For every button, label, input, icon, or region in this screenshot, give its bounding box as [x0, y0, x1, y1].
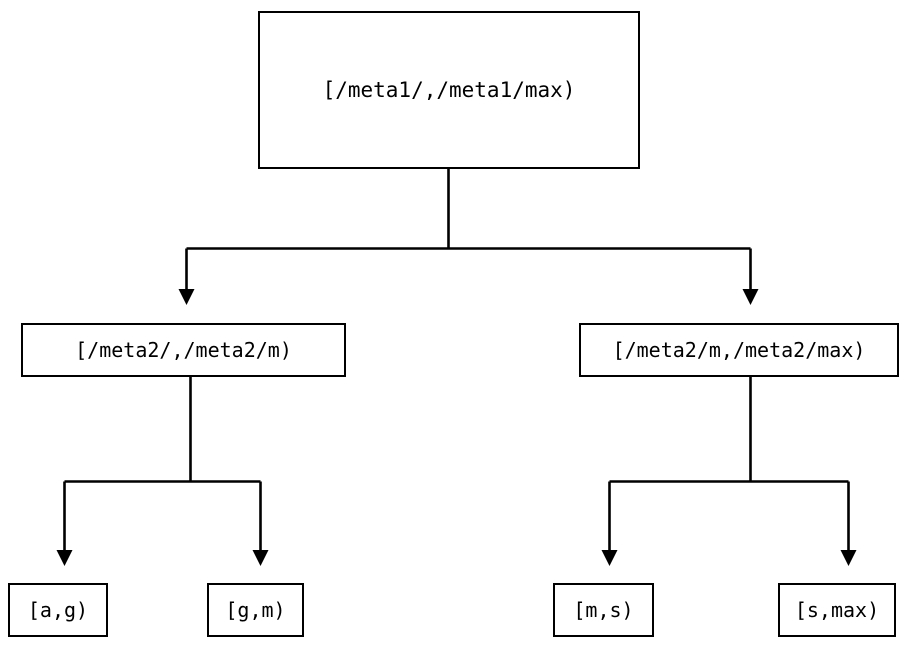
node-leaf-3[interactable]: [m,s) [553, 583, 654, 637]
node-root-label: [/meta1/,/meta1/max) [322, 77, 576, 102]
arrowhead-mid-left [178, 289, 195, 305]
node-mid-left-label: [/meta2/,/meta2/m) [75, 338, 292, 362]
node-leaf-2-label: [g,m) [225, 598, 286, 622]
node-leaf-1[interactable]: [a,g) [8, 583, 108, 637]
arrowhead-leaf-4 [840, 550, 857, 566]
node-leaf-4-label: [s,max) [794, 598, 880, 622]
node-mid-right-label: [/meta2/m,/meta2/max) [612, 338, 866, 362]
node-root[interactable]: [/meta1/,/meta1/max) [258, 11, 640, 169]
node-leaf-3-label: [m,s) [573, 598, 634, 622]
node-mid-left[interactable]: [/meta2/,/meta2/m) [21, 323, 346, 377]
arrowhead-leaf-3 [601, 550, 618, 566]
arrowhead-mid-right [742, 289, 759, 305]
arrowhead-leaf-2 [252, 550, 269, 566]
arrowhead-leaf-1 [56, 550, 73, 566]
node-leaf-2[interactable]: [g,m) [207, 583, 304, 637]
node-leaf-1-label: [a,g) [27, 598, 89, 622]
node-mid-right[interactable]: [/meta2/m,/meta2/max) [579, 323, 899, 377]
node-leaf-4[interactable]: [s,max) [778, 583, 896, 637]
